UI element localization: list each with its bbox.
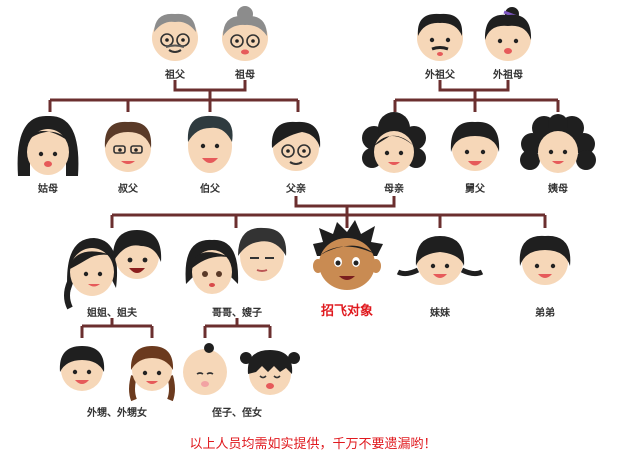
line-maternal-grandparents	[438, 80, 510, 100]
mother-avatar	[362, 112, 426, 173]
brother-children-label: 侄子、侄女	[212, 408, 262, 419]
aunt-paternal-avatar	[17, 115, 79, 176]
father-label: 父亲	[286, 184, 306, 195]
grandfather-avatar	[152, 13, 198, 61]
aunt-maternal-avatar	[520, 114, 596, 173]
line-sister-children	[80, 318, 154, 338]
younger-brother-label: 弟弟	[535, 308, 555, 319]
line-maternal-children	[393, 98, 560, 112]
uncle-elder-label: 伯父	[200, 184, 220, 195]
elder-brother-wife-avatar	[185, 239, 239, 294]
footer-note: 以上人员均需如实提供，千万不要遗漏哟！	[189, 437, 437, 452]
elder-sister-husband-label: 姐姐、姐夫	[87, 308, 137, 319]
younger-sister-avatar	[396, 236, 484, 285]
niece-sister-daughter-avatar	[129, 346, 175, 402]
grandfather-label: 祖父	[165, 70, 185, 81]
line-paternal-grandparents	[173, 80, 247, 100]
sister-children-label: 外甥、外甥女	[87, 408, 147, 419]
aunt-paternal-label: 姑母	[38, 184, 58, 195]
elder-sister-husband-avatar	[112, 230, 162, 279]
uncle-younger-avatar	[104, 121, 152, 172]
younger-sister-label: 妹妹	[430, 308, 450, 319]
younger-brother-avatar	[519, 235, 571, 285]
line-parents	[294, 196, 396, 215]
nephew-sister-son-avatar	[59, 346, 105, 391]
elder-brother-avatar	[238, 227, 287, 281]
target-label: 招飞对象	[320, 304, 374, 319]
uncle-elder-avatar	[187, 115, 233, 173]
maternal-grandmother-avatar	[484, 7, 532, 61]
connector-lines	[48, 80, 560, 338]
father-avatar	[271, 121, 321, 171]
line-brother-children	[203, 318, 272, 338]
niece-brother-daughter-avatar	[240, 350, 300, 395]
uncle-maternal-label: 舅父	[465, 184, 485, 195]
line-paternal-children	[48, 98, 300, 112]
elder-sister-avatar	[64, 238, 118, 310]
aunt-maternal-label: 姨母	[548, 184, 568, 195]
uncle-maternal-avatar	[450, 121, 500, 171]
maternal-grandmother-label: 外祖母	[493, 70, 523, 81]
maternal-grandfather-avatar	[417, 13, 463, 61]
mother-label: 母亲	[384, 184, 404, 195]
grandmother-avatar	[222, 6, 268, 61]
target-avatar	[313, 220, 383, 290]
uncle-younger-label: 叔父	[118, 184, 138, 195]
nephew-brother-son-avatar	[183, 343, 227, 395]
line-siblings	[110, 213, 547, 228]
grandmother-label: 祖母	[235, 70, 255, 81]
maternal-grandfather-label: 外祖父	[425, 70, 455, 81]
elder-brother-wife-label: 哥哥、嫂子	[212, 308, 262, 319]
